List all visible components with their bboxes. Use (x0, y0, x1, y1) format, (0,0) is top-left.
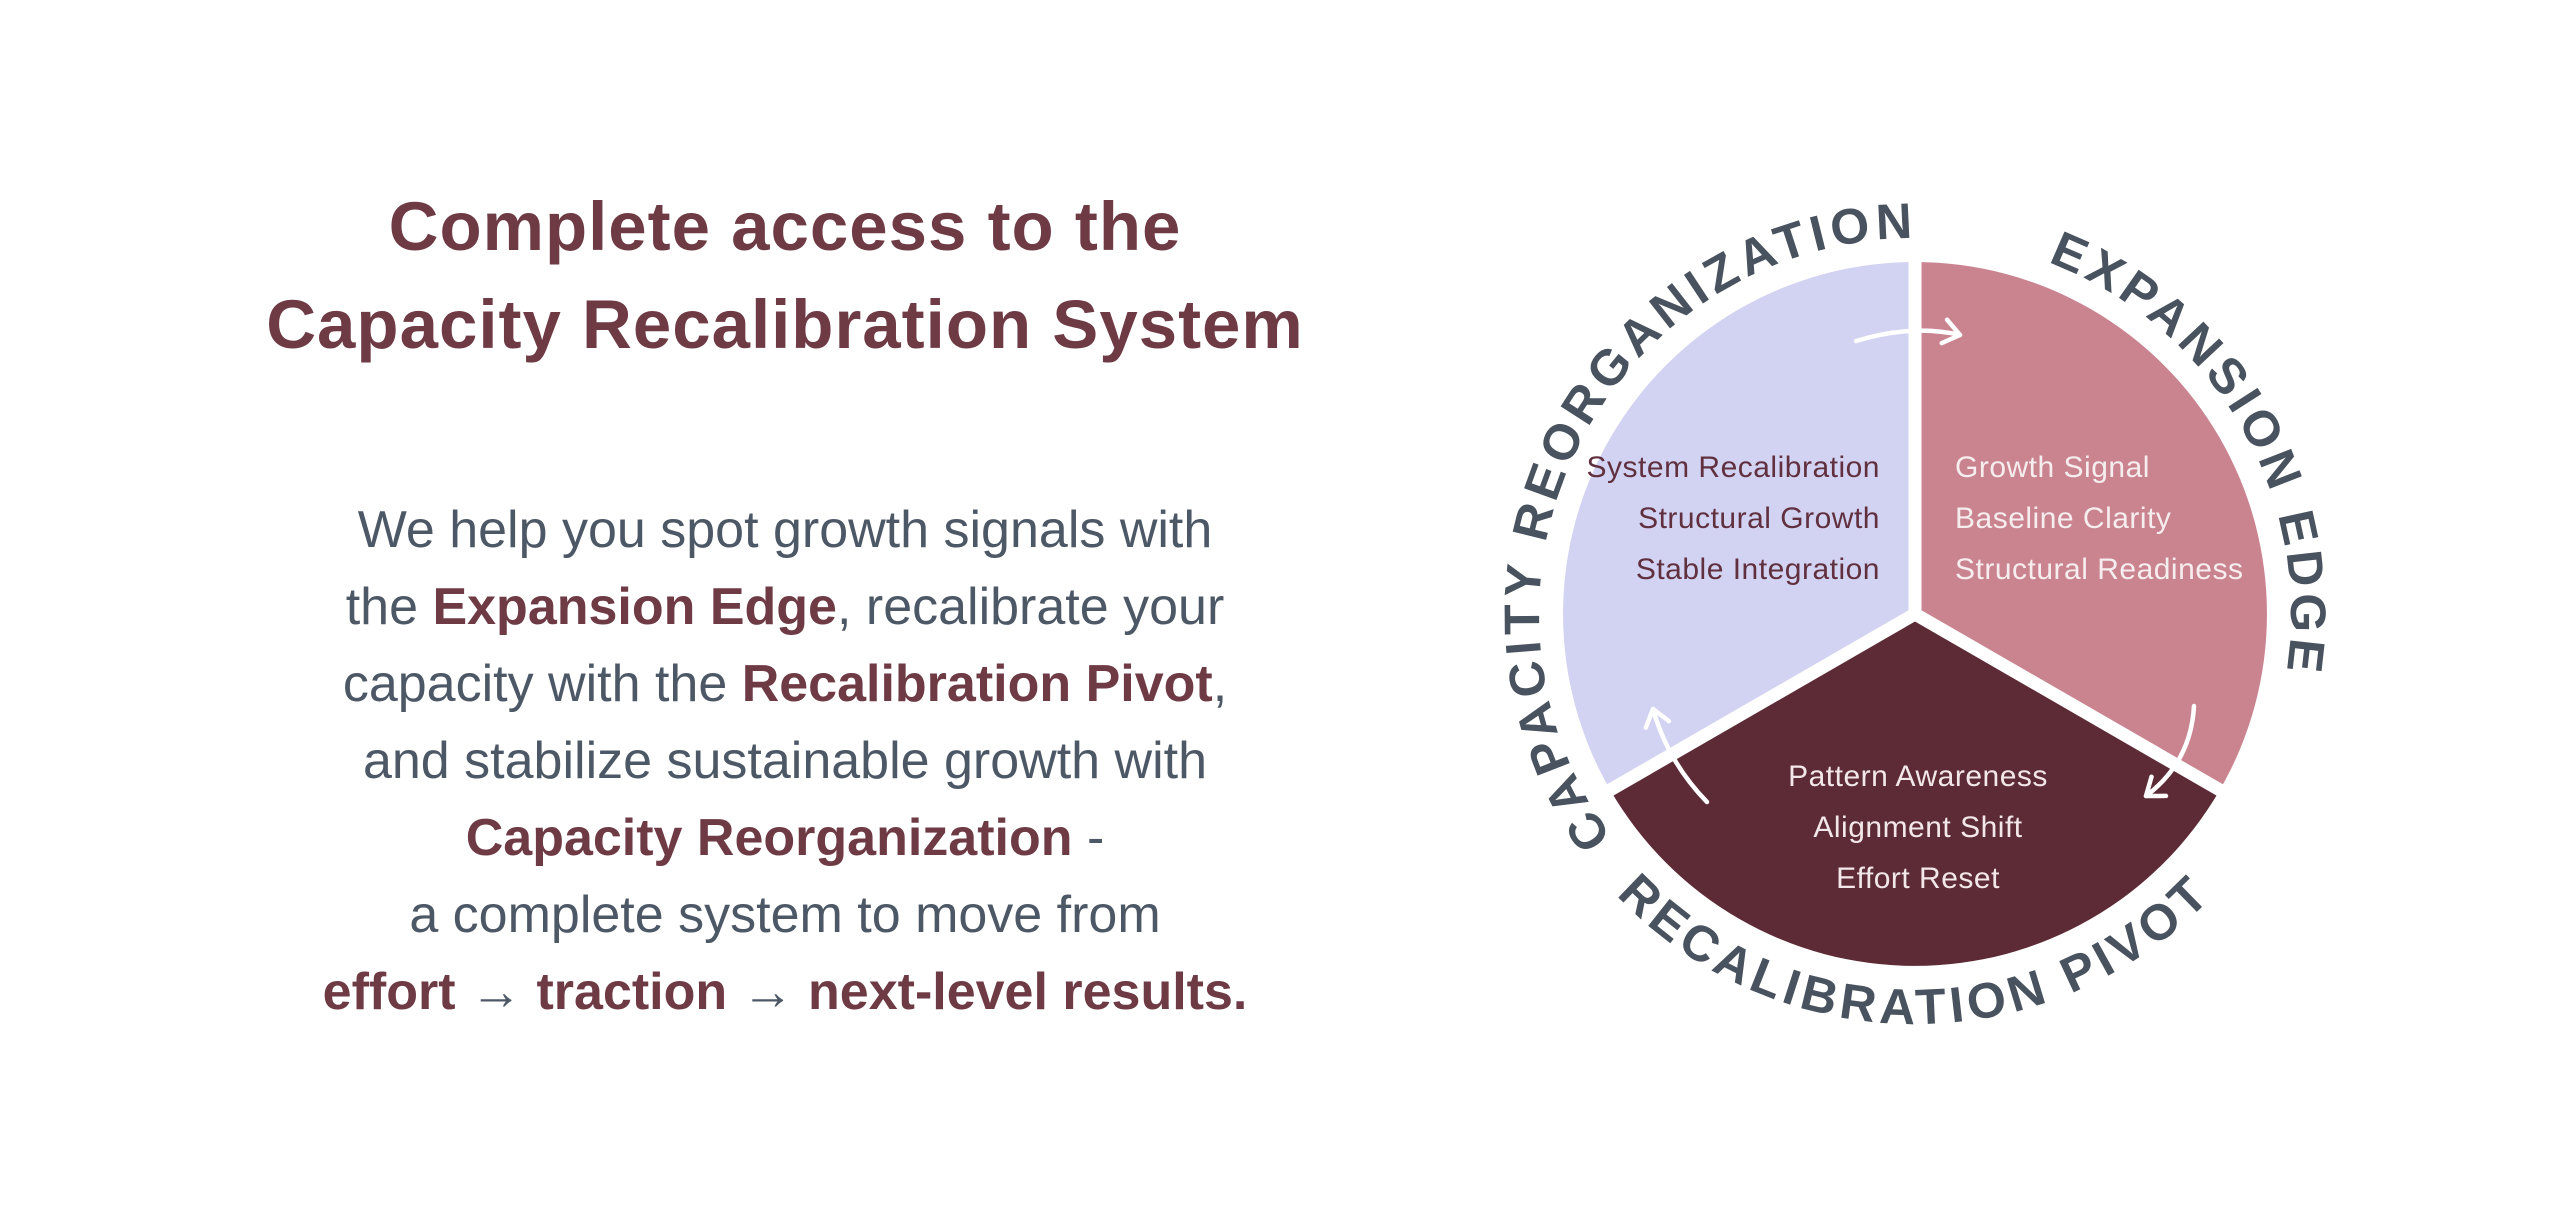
cycle-arrow-top (1853, 317, 1963, 346)
paragraph-line: the Expansion Edge, recalibrate your (150, 569, 1420, 646)
segment-item: Baseline Clarity (1955, 502, 2171, 535)
cycle-arrows (1643, 317, 2197, 805)
paragraph-run: and stabilize sustainable growth with (362, 732, 1208, 790)
paragraph-run: We help you spot growth signals with (357, 501, 1213, 559)
arrow-glyph: → (455, 963, 537, 1021)
emphasis-recalibration-pivot: Recalibration Pivot (741, 655, 1213, 713)
emphasis-expansion-edge: Expansion Edge (432, 578, 837, 636)
paragraph-run: , recalibrate your (836, 578, 1225, 636)
items-recalibration-pivot: Pattern Awareness Alignment Shift Effort… (1788, 760, 2048, 895)
paragraph-run: , (1212, 655, 1228, 713)
segment-item: System Recalibration (1587, 451, 1880, 484)
segment-item: Structural Readiness (1955, 553, 2243, 586)
paragraph-run: capacity with the (342, 655, 742, 713)
paragraph-line: We help you spot growth signals with (150, 492, 1420, 569)
paragraph-line: Capacity Reorganization - (150, 800, 1420, 877)
segment-item: Effort Reset (1836, 862, 2000, 895)
emphasis-traction: traction (536, 963, 728, 1021)
paragraph-run: the (345, 578, 433, 636)
segment-item: Growth Signal (1955, 451, 2150, 484)
cycle-arrow-right (2143, 703, 2197, 799)
segment-item: Structural Growth (1638, 502, 1880, 535)
paragraph-line: capacity with the Recalibration Pivot, (150, 646, 1420, 723)
segment-item: Alignment Shift (1813, 811, 2022, 844)
arrow-glyph: → (727, 963, 809, 1021)
emphasis-next-level-results: next-level results. (808, 963, 1248, 1021)
page-title-line2: Capacity Recalibration System (266, 286, 1304, 363)
intro-section: Complete access to the Capacity Recalibr… (150, 0, 1420, 1031)
emphasis-capacity-reorganization: Capacity Reorganization (465, 809, 1073, 867)
page-title-line1: Complete access to the (388, 188, 1182, 265)
cycle-arrow-left (1643, 706, 1710, 805)
intro-paragraph: We help you spot growth signals with the… (150, 492, 1420, 1031)
paragraph-line: effort → traction → next-level results. (150, 954, 1420, 1031)
paragraph-line: and stabilize sustainable growth with (150, 723, 1420, 800)
page-title: Complete access to the Capacity Recalibr… (150, 178, 1420, 374)
emphasis-effort: effort (322, 963, 456, 1021)
segment-item: Stable Integration (1636, 553, 1880, 586)
segment-recalibration-pivot (1610, 614, 2220, 966)
items-expansion-edge: Growth Signal Baseline Clarity Structura… (1955, 451, 2243, 586)
paragraph-run: - (1072, 809, 1105, 867)
items-capacity-reorganization: System Recalibration Structural Growth S… (1587, 451, 1880, 586)
segment-item: Pattern Awareness (1788, 760, 2048, 793)
paragraph-line: a complete system to move from (150, 877, 1420, 954)
paragraph-run: a complete system to move from (409, 886, 1161, 944)
